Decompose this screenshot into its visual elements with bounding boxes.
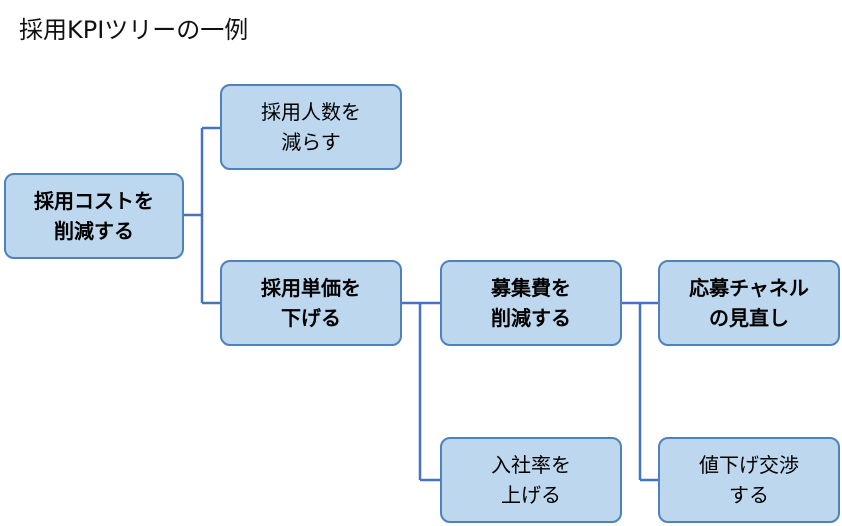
node-label-line2: 削減する — [54, 219, 134, 243]
node-price-negotiation: 値下げ交渉 する — [658, 437, 840, 523]
connector-root-to-children — [184, 126, 220, 305]
node-label-line2: 下げる — [281, 306, 341, 330]
diagram-title: 採用KPIツリーの一例 — [19, 16, 249, 44]
node-lower-unit-cost: 採用単価を 下げる — [220, 260, 402, 346]
node-label-line2: 上げる — [501, 483, 561, 507]
node-label-line1: 応募チャネル — [689, 276, 809, 300]
node-raise-join-rate: 入社率を 上げる — [440, 437, 622, 523]
node-review-channels: 応募チャネル の見直し — [658, 260, 840, 346]
node-label-line1: 採用コストを — [34, 189, 154, 213]
node-label-line2: の見直し — [709, 306, 789, 330]
node-reduce-recruiting-expense: 募集費を 削減する — [440, 260, 622, 346]
node-label-line2: する — [729, 483, 769, 507]
node-label-line1: 入社率を — [491, 453, 571, 477]
node-label-line1: 募集費を — [491, 276, 571, 300]
node-label-line2: 削減する — [491, 306, 571, 330]
node-label-line2: 減らす — [281, 130, 341, 154]
connector-unit-to-children — [402, 301, 440, 482]
node-label-line1: 値下げ交渉 — [699, 453, 799, 477]
node-reduce-hire-count: 採用人数を 減らす — [220, 84, 402, 170]
connector-recruit-to-children — [622, 301, 658, 482]
node-label-line1: 採用単価を — [261, 276, 361, 300]
node-reduce-hiring-cost: 採用コストを 削減する — [4, 173, 184, 259]
node-label-line1: 採用人数を — [261, 100, 361, 124]
